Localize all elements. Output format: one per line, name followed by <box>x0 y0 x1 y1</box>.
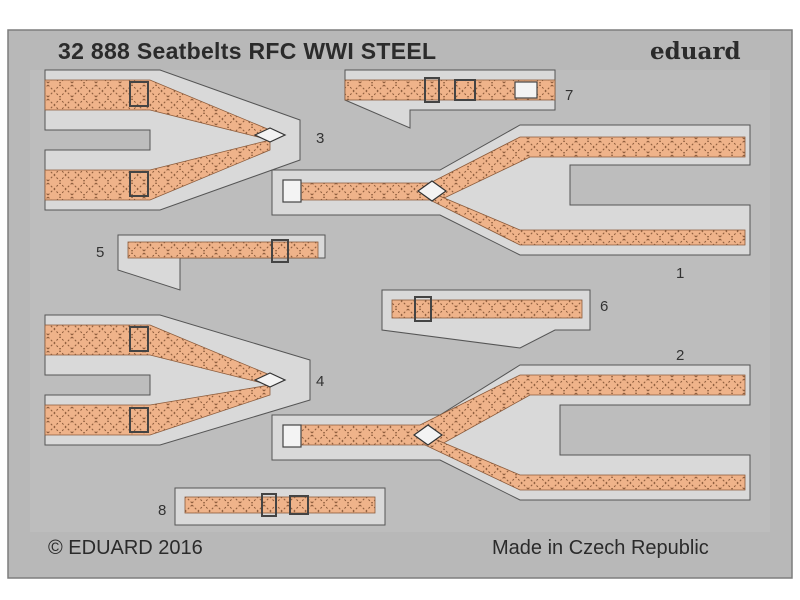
part-2-lap-harness <box>271 364 751 501</box>
brand-logo: eduard <box>650 38 741 65</box>
part-4-shoulder-harness <box>44 314 311 446</box>
copyright-text: © EDUARD 2016 <box>48 537 203 559</box>
buckle-icon <box>454 79 476 101</box>
buckle-icon <box>289 495 309 515</box>
part-6-strap <box>381 289 591 349</box>
buckle-icon <box>261 493 277 517</box>
part-number-label: 8 <box>158 502 167 519</box>
buckle-icon <box>129 171 149 197</box>
part-3-shoulder-harness <box>44 69 301 211</box>
part-number-label: 1 <box>676 265 685 282</box>
end-tab-icon <box>282 424 302 448</box>
part-7-strap <box>344 69 556 129</box>
end-tab-icon <box>282 179 302 203</box>
part-number-label: 5 <box>96 244 105 261</box>
buckle-icon <box>424 77 440 103</box>
buckle-icon <box>129 326 149 352</box>
buckle-icon <box>414 296 432 322</box>
origin-text: Made in Czech Republic <box>492 537 709 559</box>
part-number-label: 2 <box>676 347 685 364</box>
part-number-label: 7 <box>565 87 574 104</box>
clasp-icon <box>412 424 444 446</box>
clasp-icon <box>416 180 448 202</box>
buckle-icon <box>129 407 149 433</box>
part-number-label: 3 <box>316 130 325 147</box>
part-5-strap <box>117 234 326 291</box>
part-number-label: 6 <box>600 298 609 315</box>
buckle-icon <box>129 81 149 107</box>
part-number-label: 4 <box>316 373 325 390</box>
buckle-icon <box>271 239 289 263</box>
clasp-icon <box>253 127 287 143</box>
clasp-icon <box>253 372 287 388</box>
part-1-lap-harness <box>271 124 751 256</box>
fret-title: 32 888 Seatbelts RFC WWI STEEL <box>58 38 437 64</box>
end-tab-icon <box>514 81 538 99</box>
part-8-strap <box>174 487 386 526</box>
